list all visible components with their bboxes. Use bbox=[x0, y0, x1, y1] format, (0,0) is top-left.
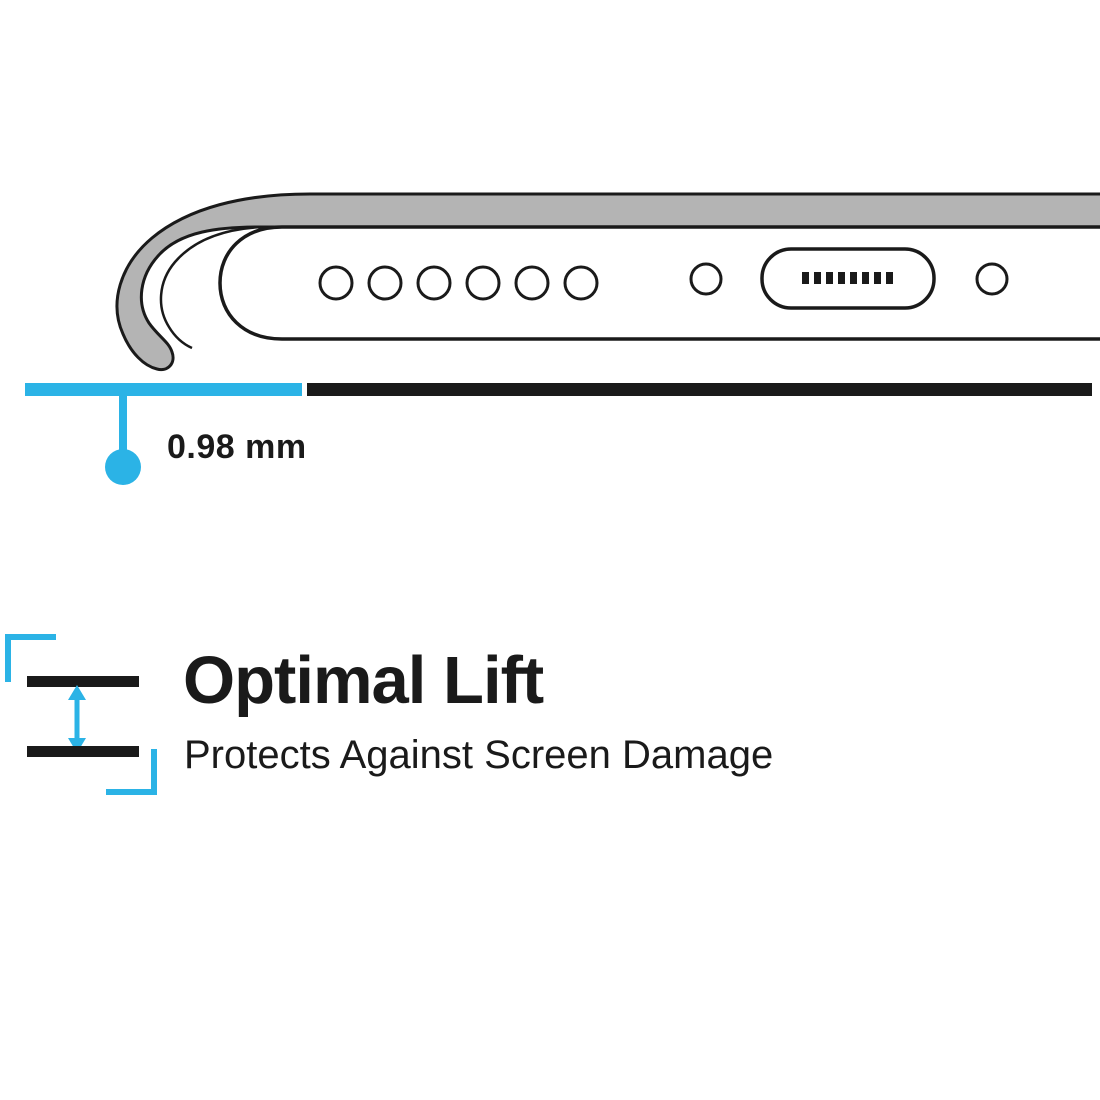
speaker-hole bbox=[367, 265, 403, 301]
screw-hole-right bbox=[975, 262, 1009, 296]
measurement-leader-line bbox=[119, 396, 127, 453]
speaker-holes bbox=[318, 265, 599, 301]
top-surface-bar bbox=[27, 676, 139, 687]
bracket-bottom-right bbox=[106, 749, 157, 795]
bracket-top-left bbox=[5, 634, 56, 682]
surface-line bbox=[307, 383, 1092, 396]
speaker-hole bbox=[465, 265, 501, 301]
feature-title: Optimal Lift bbox=[183, 643, 544, 718]
feature-subtitle: Protects Against Screen Damage bbox=[184, 733, 774, 777]
bottom-surface-bar bbox=[27, 746, 139, 757]
speaker-hole bbox=[416, 265, 452, 301]
speaker-hole bbox=[563, 265, 599, 301]
speaker-hole bbox=[318, 265, 354, 301]
charging-port bbox=[760, 247, 936, 310]
phone-case-illustration bbox=[25, 192, 1100, 485]
case-inner-edge-line bbox=[159, 225, 263, 350]
measurement-marker-dot bbox=[105, 449, 141, 485]
double-arrow-icon bbox=[68, 685, 86, 753]
lift-gap-accent-line bbox=[25, 383, 302, 396]
optimal-lift-icon bbox=[5, 634, 157, 795]
screw-hole-left bbox=[689, 262, 723, 296]
case-lip bbox=[115, 192, 1100, 372]
speaker-hole bbox=[514, 265, 550, 301]
lift-measurement-label: 0.98 mm bbox=[167, 428, 307, 466]
